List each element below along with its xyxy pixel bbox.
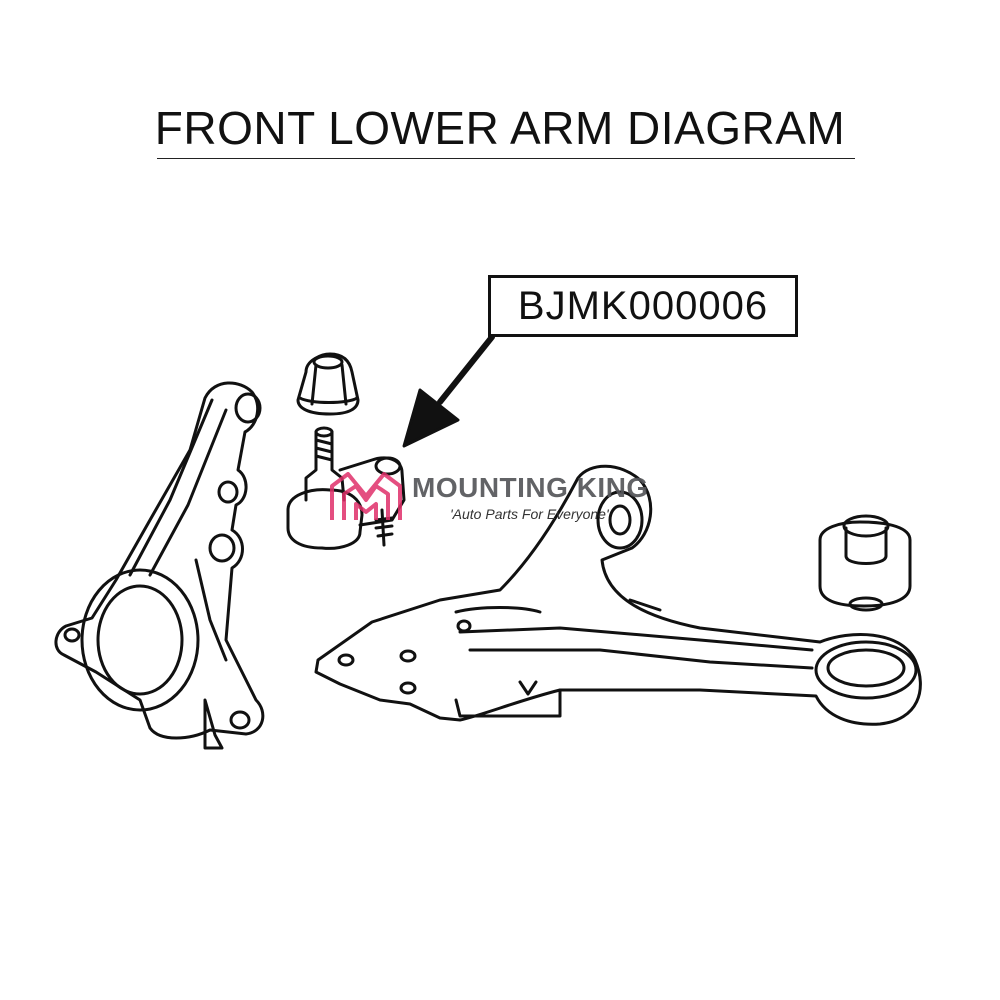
title-underline bbox=[157, 158, 855, 159]
brand-logo-icon bbox=[330, 472, 402, 520]
ball-joint bbox=[286, 426, 406, 550]
brand-name: MOUNTING KING bbox=[412, 472, 649, 503]
steering-knuckle bbox=[54, 381, 265, 750]
diagram-title: FRONT LOWER ARM DIAGRAM bbox=[154, 102, 846, 154]
callout-arrow bbox=[402, 334, 495, 448]
part-number-label: BJMK000006 bbox=[517, 283, 769, 328]
brand-tagline: 'Auto Parts For Everyone' bbox=[450, 506, 609, 522]
rear-bushing bbox=[818, 514, 912, 612]
lower-control-arm bbox=[314, 464, 922, 726]
brand-watermark: MOUNTING KING 'Auto Parts For Everyone' bbox=[326, 466, 686, 526]
part-number-callout: BJMK000006 bbox=[488, 275, 798, 337]
ball-joint-boot bbox=[296, 352, 360, 416]
